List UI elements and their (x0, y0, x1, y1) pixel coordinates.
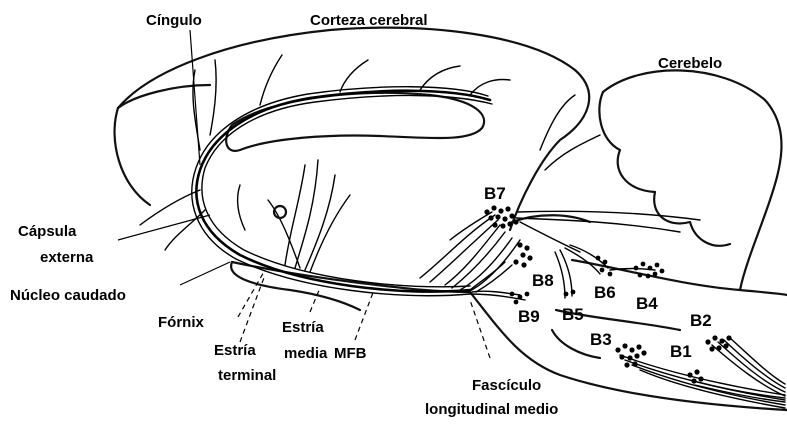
label-b8: B8 (532, 271, 554, 290)
label-capsula-1: Cápsula (18, 223, 77, 240)
labels: Cíngulo Corteza cerebral Cerebelo Cápsul… (10, 12, 722, 418)
frontal-outline (115, 108, 150, 205)
septal-fiber (310, 195, 350, 272)
cingulo-leader (190, 30, 200, 165)
label-nucleo: Núcleo caudado (10, 287, 126, 304)
b1-cells (687, 369, 703, 383)
b4-cells (634, 262, 665, 279)
label-fasciculo-1: Fascículo (472, 377, 541, 394)
cortex-branch (545, 135, 600, 170)
mfb-fiber (445, 225, 500, 285)
label-b3: B3 (590, 330, 612, 349)
label-fornix: Fórnix (158, 314, 204, 331)
frontal-branch (238, 185, 245, 230)
label-cerebelo: Cerebelo (658, 55, 722, 72)
cingulum-branch (210, 60, 216, 135)
capsula-leader (118, 215, 210, 240)
b7-cerebellar-fiber (516, 218, 680, 232)
label-mfb: MFB (334, 345, 367, 362)
fasciculo-leader (470, 300, 490, 358)
mfb-fiber (450, 212, 492, 240)
frontal-branch (165, 210, 205, 250)
label-estria-terminal-2: terminal (218, 367, 276, 384)
cingulum-tract-outer (192, 87, 488, 296)
cortex-outline (118, 28, 589, 230)
cingulum-branch (340, 60, 368, 92)
b2-fiber (730, 338, 785, 384)
label-estria-media-2: media (284, 345, 328, 362)
mfb-fiber (420, 215, 495, 278)
b3-fiber (620, 355, 785, 395)
b7-cells (484, 205, 518, 228)
cerebellum-folds (599, 92, 730, 246)
label-b2: B2 (690, 311, 712, 330)
label-cingulo: Cíngulo (146, 12, 202, 29)
label-b5: B5 (562, 305, 584, 324)
label-b1: B1 (670, 342, 692, 361)
septal-fiber (305, 175, 335, 270)
label-b6: B6 (594, 283, 616, 302)
septal-fiber (268, 200, 300, 268)
estria-media-leader (310, 288, 320, 312)
septal-fiber (295, 160, 318, 268)
b6-fiber (570, 245, 608, 268)
mfb-fiber (452, 232, 505, 288)
b8-fiber (476, 265, 512, 292)
cortex-inner-fold (118, 85, 210, 108)
label-fasciculo-2: longitudinal medio (425, 401, 558, 418)
label-b4: B4 (636, 294, 658, 313)
nucleo-leader (180, 262, 230, 285)
fornix-leader (238, 270, 265, 317)
label-b9: B9 (518, 307, 540, 326)
label-estria-media-1: Estría (282, 319, 324, 336)
label-corteza: Corteza cerebral (310, 12, 428, 29)
label-b7: B7 (484, 184, 506, 203)
label-capsula-2: externa (40, 249, 94, 266)
septal-fiber (285, 165, 305, 265)
cingulum-branch (260, 55, 282, 105)
b3-cells (615, 343, 646, 367)
leader-lines (118, 30, 490, 358)
mfb-leader (355, 290, 374, 340)
label-estria-terminal-1: Estría (214, 342, 256, 359)
b2-fiber (724, 340, 785, 388)
corpus-callosum (226, 93, 484, 151)
cerebellum-outline (603, 70, 781, 290)
